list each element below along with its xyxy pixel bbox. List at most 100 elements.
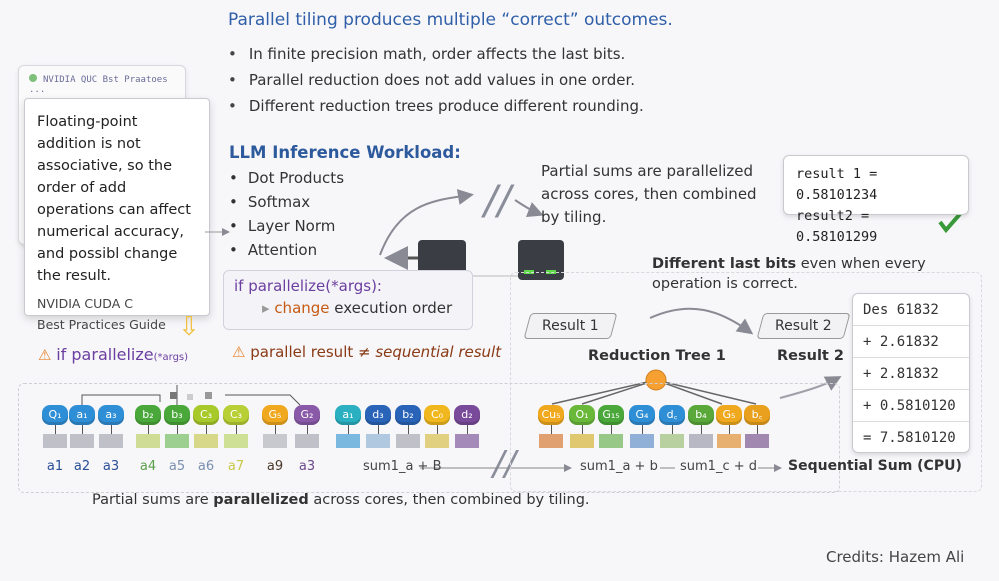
connector-line	[729, 424, 730, 436]
diff-text: operation is correct.	[652, 276, 798, 292]
element-label: a3	[298, 459, 316, 474]
element-label: a2	[73, 459, 91, 474]
flow-step: sum1_c + d	[680, 459, 758, 474]
element-label: a9	[266, 459, 284, 474]
text-line: by tiling.	[541, 208, 607, 226]
token-chip: C₀	[424, 405, 450, 425]
value-block	[366, 434, 390, 448]
sum-line: = 7.5810120	[863, 430, 956, 446]
value-block	[689, 434, 713, 448]
tree-label: Reduction Tree 1	[588, 348, 726, 364]
connector-line	[701, 424, 702, 436]
connector-line	[236, 424, 237, 436]
diff-note: Different last bits even when every opera…	[652, 254, 926, 294]
bullet: Different reduction trees produce differ…	[228, 97, 644, 115]
connector-line	[177, 424, 178, 436]
bottom-caption: Partial sums are parallelized across cor…	[92, 492, 590, 508]
value-block	[43, 434, 67, 448]
token-chip: d꜀	[659, 405, 685, 425]
value-block	[630, 434, 654, 448]
token-chip: b₃	[164, 405, 190, 425]
value-block	[224, 434, 248, 448]
value-block	[136, 434, 160, 448]
partial-sums-text: Partial sums are parallelized across core…	[541, 160, 757, 229]
connector-line	[348, 424, 349, 436]
flow-step: Sequential Sum (CPU)	[788, 458, 962, 474]
workload-item: Softmax	[229, 193, 310, 211]
value-block	[194, 434, 218, 448]
flow-step: sum1_a + b	[580, 459, 658, 474]
connector-line	[111, 424, 112, 436]
value-block	[165, 434, 189, 448]
sum-line: + 2.61832	[853, 326, 969, 358]
svg-text://: //	[481, 178, 515, 224]
result-line: result 1 = 0.58101234	[796, 166, 878, 203]
value-block	[745, 434, 769, 448]
result-1-tag: Result 1	[523, 313, 618, 339]
value-block	[396, 434, 420, 448]
value-block	[599, 434, 623, 448]
token-chip: d₂	[454, 405, 480, 425]
result-2-tag: Result 2	[756, 313, 851, 339]
token-chip: a₁	[335, 405, 361, 425]
value-block	[425, 434, 449, 448]
connector-line	[582, 424, 583, 436]
token-chip: b₄	[688, 405, 714, 425]
code-box: if parallelize(*args): ▸ change executio…	[223, 270, 473, 330]
connector-line	[55, 424, 56, 436]
flow-step: sum1_a + B	[363, 459, 442, 474]
page-title: Parallel tiling produces multiple “corre…	[228, 10, 673, 30]
token-chip: Cu₅	[538, 405, 564, 425]
svg-text://: //	[490, 444, 519, 484]
bullet: Parallel reduction does not add values i…	[228, 71, 635, 89]
value-block	[70, 434, 94, 448]
diff-text: even when every	[796, 256, 926, 272]
credits: Credits: Hazem Ali	[826, 548, 965, 566]
token-chip: d₃	[365, 405, 391, 425]
element-label: a7	[227, 459, 245, 474]
token-chip: a₃	[98, 405, 124, 425]
results-box: result 1 = 0.58101234 result2 = 0.5810129…	[783, 155, 969, 245]
code-keyword: change	[274, 299, 330, 317]
diff-bold: Different last bits	[652, 256, 797, 272]
workload-item: Attention	[229, 241, 317, 259]
token-chip: C₃	[223, 405, 249, 425]
connector-line	[275, 424, 276, 436]
connector-line	[82, 424, 83, 436]
element-label: a5	[168, 459, 186, 474]
value-block	[455, 434, 479, 448]
value-block	[263, 434, 287, 448]
connector-line	[642, 424, 643, 436]
text-line: Partial sums are parallelized	[541, 162, 754, 180]
quote-card: Floating-point addition is not associati…	[24, 98, 210, 332]
token-chip: Q₁	[42, 405, 68, 425]
bullet: In finite precision math, order affects …	[228, 45, 625, 63]
token-chip: G₄	[629, 405, 655, 425]
arrow-down-icon: ⇩	[178, 312, 200, 342]
element-label: a4	[139, 459, 157, 474]
value-block	[336, 434, 360, 448]
token-chip: G₅	[262, 405, 288, 425]
token-chip: C₃	[193, 405, 219, 425]
token-chip: b₂	[135, 405, 161, 425]
element-label: a1	[46, 459, 64, 474]
element-label: a6	[197, 459, 215, 474]
connector-line	[148, 424, 149, 436]
connector-line	[757, 424, 758, 436]
token-chip: b₂	[395, 405, 421, 425]
token-chip: G₅	[716, 405, 742, 425]
value-block	[539, 434, 563, 448]
text-line: across cores, then combined	[541, 185, 757, 203]
warning-left: ⚠ if parallelize(*args)	[38, 345, 189, 364]
card-back-header: NVIDIA QUC Bst Praatoes ...	[29, 75, 168, 95]
element-label: a3	[102, 459, 120, 474]
token-chip: G₂	[294, 405, 320, 425]
connector-line	[467, 424, 468, 436]
sum-line: Des 61832	[853, 294, 969, 326]
value-block	[660, 434, 684, 448]
workload-item: Dot Products	[229, 169, 344, 187]
code-text: execution order	[329, 299, 453, 317]
token-chip: a₁	[69, 405, 95, 425]
token-chip: b꜀	[744, 405, 770, 425]
result-line: result2 = 0.58101299	[796, 208, 878, 245]
